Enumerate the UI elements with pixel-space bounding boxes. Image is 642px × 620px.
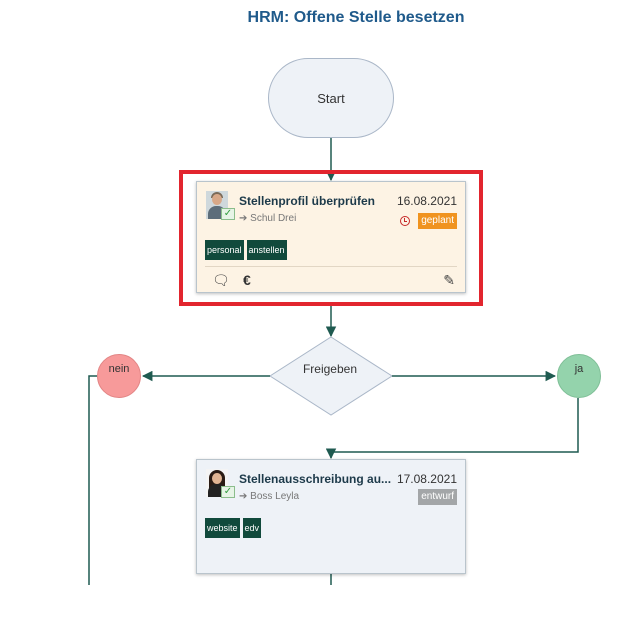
decision-label: Freigeben [302, 362, 358, 376]
diagram-title: HRM: Offene Stelle besetzen [247, 9, 465, 26]
task-assignee: ➔ Schul Drei [239, 213, 296, 224]
assignee-name: Schul Drei [250, 213, 297, 224]
euro-icon[interactable]: € [243, 272, 251, 288]
comment-icon[interactable]: 🗨 [212, 272, 230, 288]
assignee-name: Boss Leyla [250, 491, 300, 502]
no-node[interactable]: nein [97, 354, 141, 398]
connector-yes-task2 [325, 398, 579, 460]
check-icon: ✓ [221, 486, 235, 498]
arrow-right-icon: ➔ [239, 491, 248, 502]
yes-node[interactable]: ja [557, 354, 601, 398]
yes-label: ja [574, 363, 584, 375]
task-date: 16.08.2021 [396, 194, 457, 208]
pencil-icon[interactable]: ✎ [443, 272, 455, 288]
task-card-stellenprofil[interactable]: ✓ Stellenprofil überprüfen 16.08.2021 ➔ … [196, 181, 466, 293]
task-title[interactable]: Stellenausschreibung au... [239, 472, 392, 486]
task-assignee: ➔ Boss Leyla [239, 491, 299, 502]
selection-highlight [179, 170, 483, 306]
clock-icon [400, 216, 410, 226]
start-node[interactable]: Start [268, 58, 394, 138]
task-title[interactable]: Stellenprofil überprüfen [239, 194, 376, 208]
tag[interactable]: anstellen [246, 240, 287, 260]
decision-diamond [269, 336, 393, 416]
status-badge: entwurf [418, 489, 457, 505]
task-date: 17.08.2021 [396, 472, 457, 486]
tag[interactable]: personal [205, 240, 244, 260]
card-divider [205, 266, 457, 267]
arrow-right-icon: ➔ [239, 213, 248, 224]
tag[interactable]: edv [242, 518, 262, 538]
tag-list: website edv [205, 518, 262, 538]
tag-list: personal anstellen [205, 240, 287, 260]
status-badge: geplant [418, 213, 457, 229]
task-card-stellenausschreibung[interactable]: ✓ Stellenausschreibung au... 17.08.2021 … [196, 459, 466, 574]
connector-no-down [88, 375, 97, 585]
check-icon: ✓ [221, 208, 235, 220]
no-label: nein [108, 363, 130, 375]
tag[interactable]: website [205, 518, 240, 538]
start-label: Start [317, 90, 345, 106]
